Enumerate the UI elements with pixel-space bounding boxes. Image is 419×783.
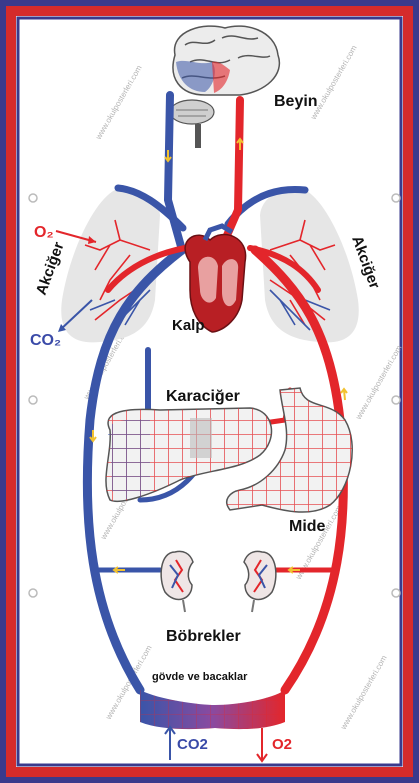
- liver-organ: [105, 407, 273, 502]
- watermark-text: www.okulposterleri.com: [338, 653, 388, 731]
- label-co2-lungs: CO₂: [30, 332, 61, 349]
- label-stomach: Mide: [289, 518, 326, 535]
- camera-mark-icon: [28, 193, 38, 203]
- kidneys-organ: [160, 550, 277, 613]
- stomach-organ: [226, 387, 353, 513]
- label-heart: Kalp: [172, 317, 205, 334]
- body-capillaries: [140, 690, 285, 730]
- lung-left: [61, 188, 160, 343]
- watermark-text: www.okulposterleri.com: [308, 43, 358, 121]
- label-co2-bottom: CO2: [177, 736, 208, 753]
- arrow-icon: [89, 430, 97, 443]
- brain-organ: [169, 25, 281, 148]
- camera-mark-icon: [28, 588, 38, 598]
- label-kidneys: Böbrekler: [166, 628, 241, 645]
- label-lung-left: Akciğer: [33, 240, 68, 298]
- vein-brain: [163, 91, 186, 254]
- arrow-icon: [112, 566, 125, 574]
- camera-mark-icon: [391, 588, 401, 598]
- co2-arrow-icon: [59, 299, 93, 331]
- arrow-icon: [164, 150, 172, 163]
- flow-arrows: [89, 137, 348, 574]
- o2-arrowhead-icon: [88, 236, 96, 244]
- arrow-icon: [236, 137, 244, 150]
- vein-pulmonary-left: [114, 184, 187, 232]
- co2-up-arrow-icon: [164, 725, 176, 760]
- label-o2-lungs: O₂: [34, 224, 54, 241]
- watermark-text: www.okulposterleri.com: [353, 343, 403, 421]
- label-o2-bottom: O2: [272, 736, 292, 753]
- arrow-icon: [340, 387, 348, 401]
- lung-right: [260, 188, 359, 343]
- camera-mark-icon: [391, 395, 401, 405]
- camera-mark-icon: [391, 193, 401, 203]
- artery-pulmonary-left: [105, 245, 188, 293]
- artery-pulmonary-right: [247, 245, 321, 293]
- co2-arrowhead-icon: [58, 324, 66, 332]
- o2-down-arrow-icon: [256, 728, 268, 763]
- vein-main-loop: [82, 245, 187, 695]
- label-liver: Karaciğer: [166, 388, 240, 405]
- artery-brain: [221, 96, 244, 244]
- label-brain: Beyin: [274, 93, 318, 110]
- camera-mark-icon: [28, 395, 38, 405]
- arrow-icon: [287, 566, 300, 574]
- label-body-legs: gövde ve bacaklar: [152, 671, 248, 683]
- watermark-text: www.okulposterleri.com: [93, 63, 143, 141]
- heart-organ: [184, 223, 247, 333]
